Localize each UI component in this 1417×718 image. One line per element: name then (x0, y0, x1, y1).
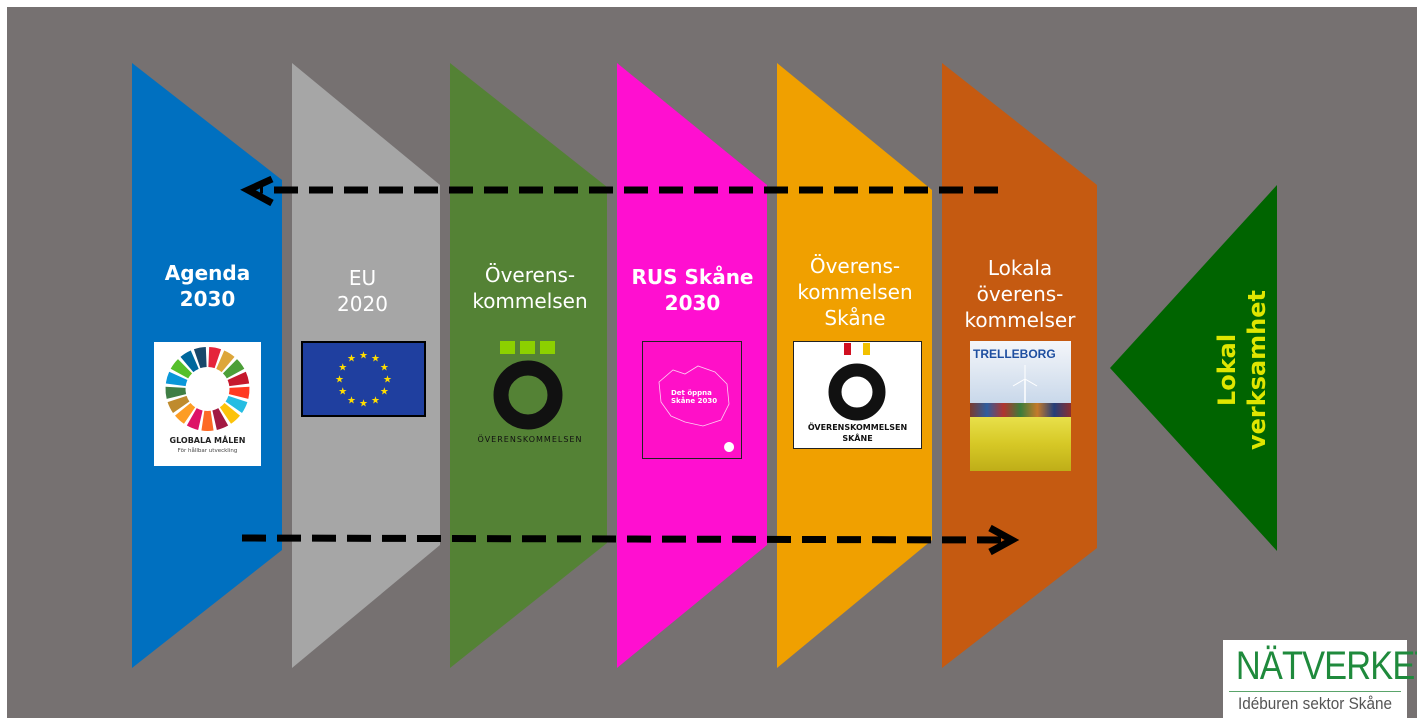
arrow-implementation-line (241, 534, 1003, 544)
eu-star-icon: ★ (359, 399, 368, 410)
overenskommelsen-skane-line1: ÖVERENSKOMMELSEN (807, 423, 908, 432)
rus-cover-face: Det öppna Skåne 2030 (643, 342, 741, 458)
overenskommelsen-skane-line2: SKÅNE (842, 434, 873, 443)
brand-name: NÄTVERKET (1235, 644, 1417, 688)
sdg-segment (180, 350, 199, 373)
sdg-segment (165, 371, 188, 387)
overenskommelsen-wordmark: ÖVERENSKOMMELSEN (477, 435, 583, 444)
eu-star-icon: ★ (335, 375, 344, 386)
sdg-segment (228, 386, 250, 399)
eu-star-icon: ★ (338, 387, 347, 398)
arrow-feedback-head-icon (240, 175, 274, 207)
sdg-segment (167, 395, 190, 413)
globala-malen-subtitle: För hållbar utveckling (177, 448, 238, 454)
sdg-segment (193, 347, 207, 369)
overenskommelsen-o-icon (493, 341, 563, 430)
sdg-segment (227, 371, 250, 387)
brand-divider (1229, 691, 1401, 692)
sdg-segment (222, 359, 245, 379)
eu-star-icon: ★ (383, 375, 392, 386)
eu-star-icon: ★ (371, 395, 380, 406)
sdg-wheel-icon (165, 347, 250, 431)
sdg-segment (201, 410, 214, 431)
eu-star-icon: ★ (359, 351, 368, 362)
sdg-segment (219, 402, 240, 424)
eu-stars-icon: ★★★★★★★★★★★★ (303, 343, 424, 415)
overenskommelsen-logo: ÖVERENSKOMMELSEN (465, 340, 595, 455)
panel-lokal-verksamhet (1110, 185, 1277, 551)
natverket-logo: NÄTVERKET Idéburen sektor Skåne (1223, 640, 1417, 718)
globala-malen-logo: GLOBALA MÅLEN För hållbar utveckling (154, 342, 261, 466)
panels-layer (132, 63, 1277, 668)
overenskommelsen-skane-logo: ÖVERENSKOMMELSEN SKÅNE (793, 341, 922, 449)
eu-flag: ★★★★★★★★★★★★ (301, 341, 426, 417)
sdg-segment (165, 386, 187, 399)
trelleborg-sky (970, 341, 1071, 403)
sdg-segment (175, 402, 196, 424)
brand-tagline: Idéburen sektor Skåne (1238, 694, 1392, 713)
trelleborg-title: TRELLEBORG (973, 347, 1056, 361)
sdg-segment (212, 408, 229, 430)
sdg-segment (170, 359, 193, 379)
globala-malen-title: GLOBALA MÅLEN (169, 436, 246, 445)
arrow-implementation-head-icon (988, 524, 1020, 556)
eu-star-icon: ★ (338, 363, 347, 374)
eu-star-icon: ★ (347, 395, 356, 406)
arrows-layer (240, 175, 1020, 556)
skane-map-icon (658, 365, 735, 452)
rus-report-cover: Det öppna Skåne 2030 (642, 341, 742, 459)
sdg-segment (186, 408, 203, 430)
eu-star-icon: ★ (380, 387, 389, 398)
eu-star-icon: ★ (380, 363, 389, 374)
rus-cover-title: Det öppna Skåne 2030 (671, 389, 718, 405)
eu-star-icon: ★ (347, 354, 356, 365)
overenskommelsen-skane-o-icon (828, 343, 886, 421)
trelleborg-report-cover: TRELLEBORG (970, 341, 1071, 471)
sdg-segment (216, 350, 235, 373)
eu-star-icon: ★ (371, 354, 380, 365)
trelleborg-field (970, 417, 1071, 471)
trelleborg-crowd (970, 403, 1071, 417)
label-overenskommelsen: Överens-kommelsen (472, 263, 588, 313)
sdg-segment (208, 347, 222, 369)
sdg-segment (225, 395, 248, 413)
